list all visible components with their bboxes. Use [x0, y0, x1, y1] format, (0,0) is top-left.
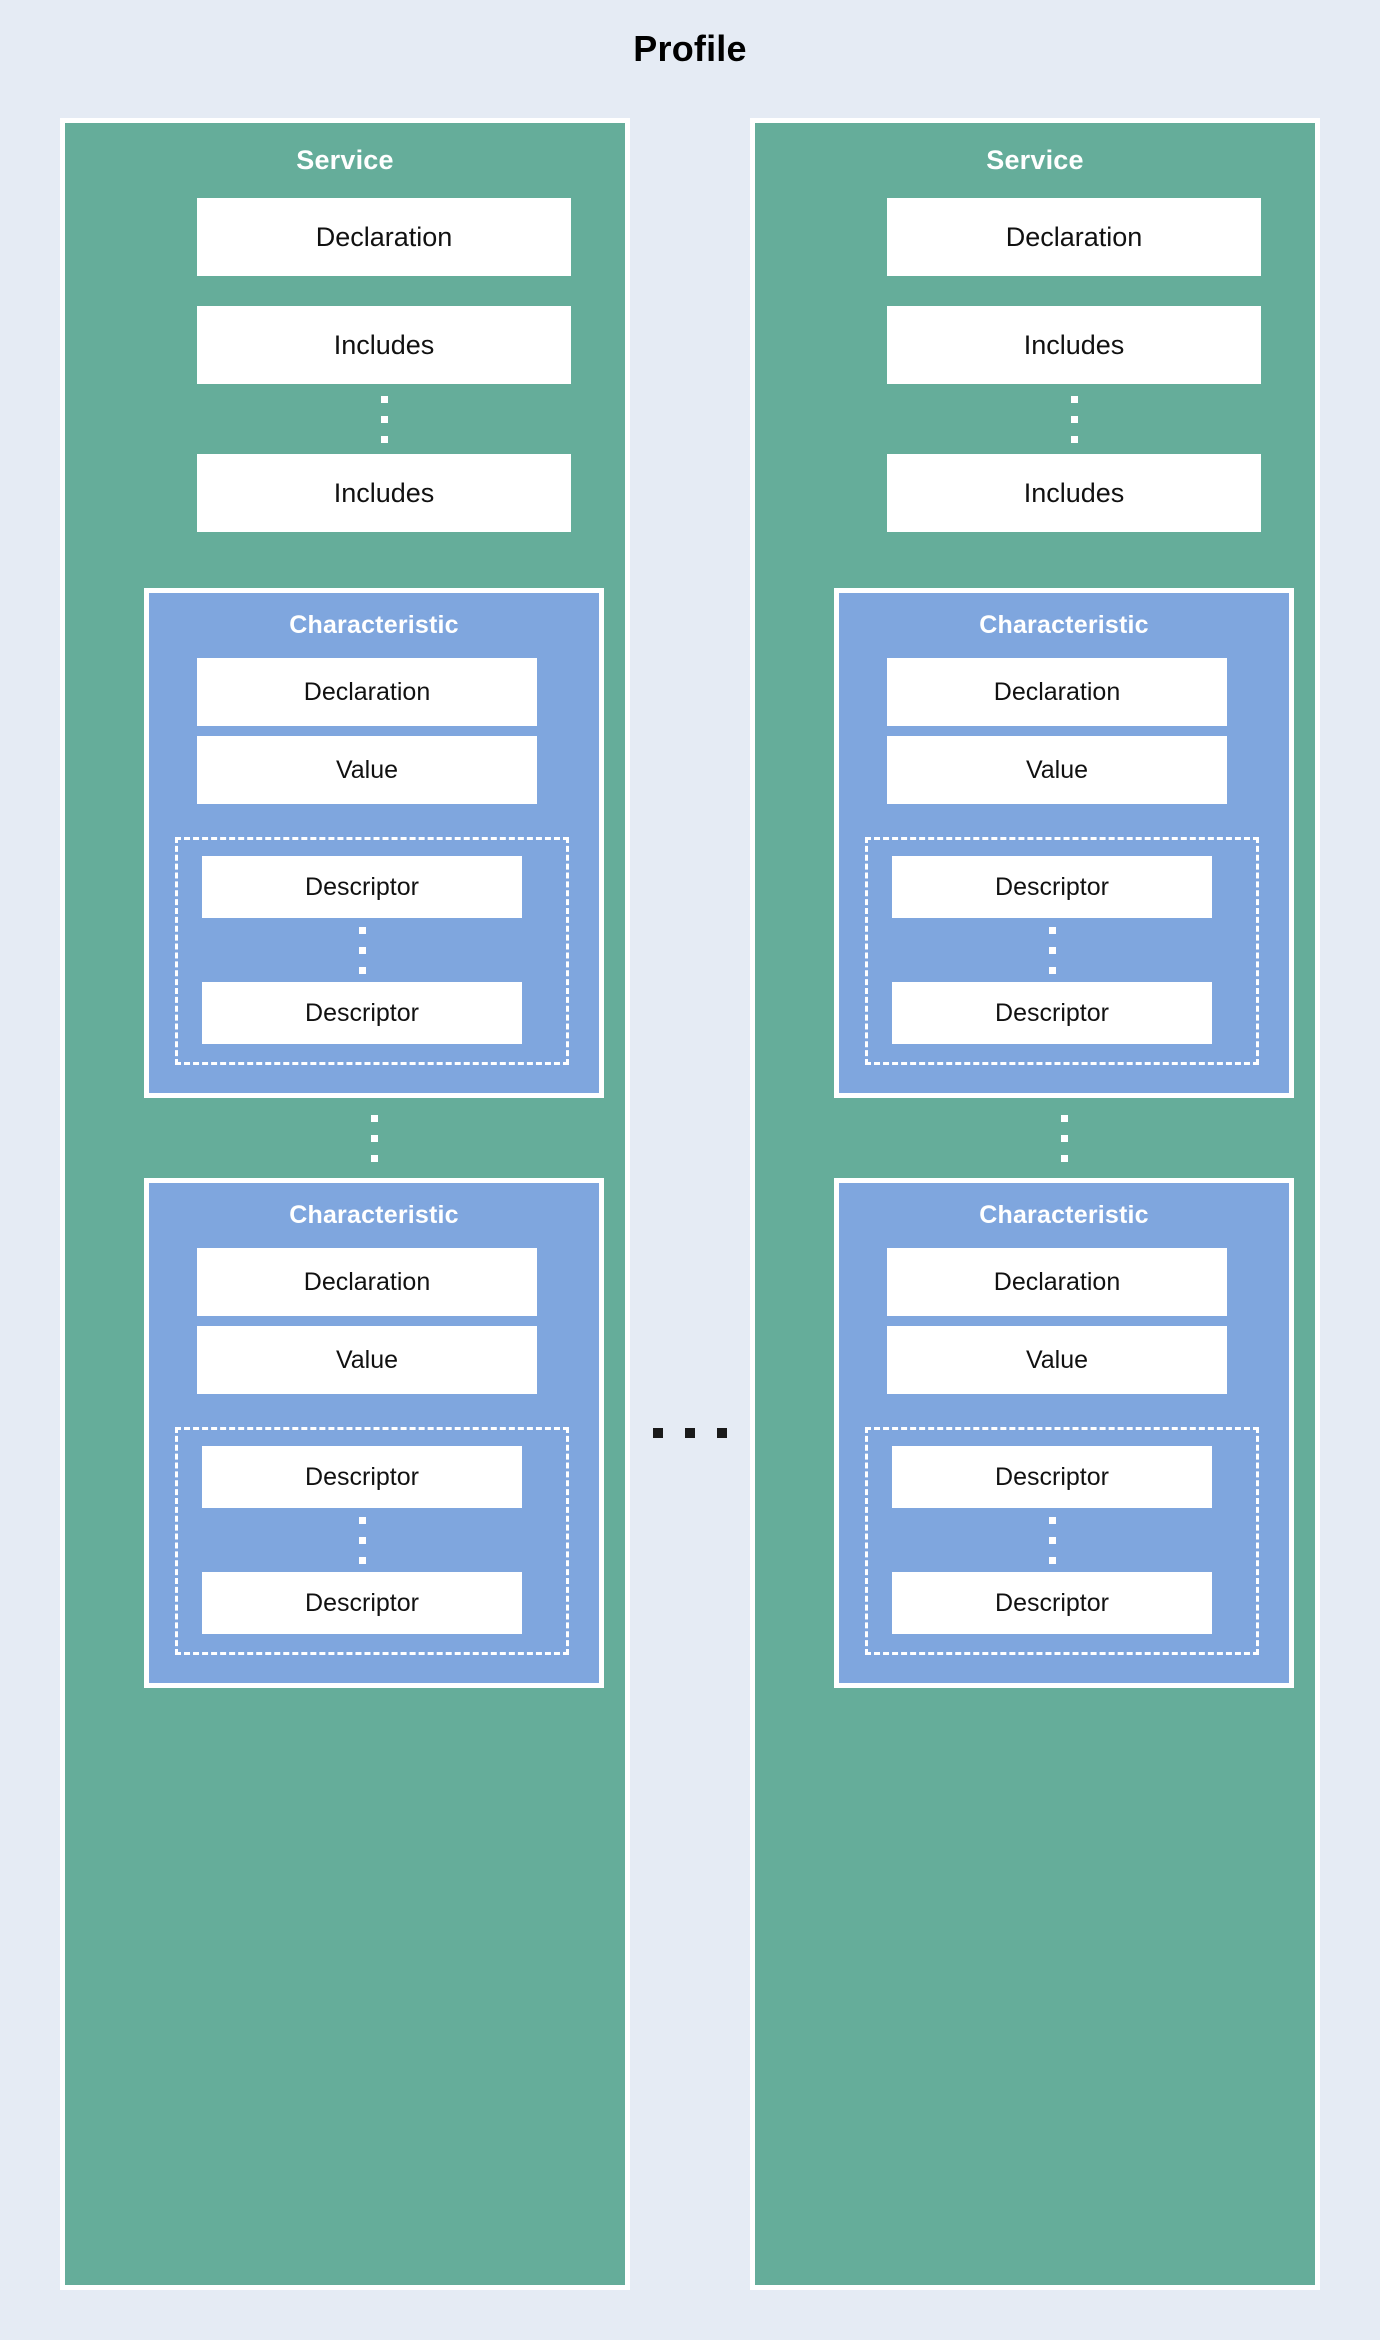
ellipsis-dot	[358, 1536, 366, 1544]
descriptor-ellipsis	[892, 1508, 1212, 1572]
descriptor-box-first: Descriptor	[202, 1446, 522, 1508]
service-includes-box-last: Includes	[887, 454, 1261, 532]
ellipsis-dot	[1048, 1536, 1056, 1544]
characteristic-block-0: Characteristic Declaration Value Descrip…	[834, 588, 1294, 1098]
ellipsis-dot	[1070, 435, 1078, 443]
characteristic-value-box: Value	[887, 1326, 1227, 1394]
descriptor-ellipsis	[892, 918, 1212, 982]
descriptor-group: Descriptor Descriptor	[865, 1427, 1259, 1655]
characteristic-title: Characteristic	[979, 1201, 1149, 1229]
characteristic-block-1: Characteristic Declaration Value Descrip…	[144, 1178, 604, 1688]
service-block-0: Service Declaration Includes Includes Ch…	[60, 118, 630, 2290]
characteristic-ellipsis	[144, 1098, 604, 1178]
service-includes-ellipsis	[197, 384, 571, 454]
ellipsis-dot	[1070, 415, 1078, 423]
ellipsis-dot	[1060, 1134, 1068, 1142]
service-title: Service	[296, 145, 394, 175]
descriptor-group: Descriptor Descriptor	[175, 837, 569, 1065]
ellipsis-dot	[358, 1556, 366, 1564]
ellipsis-dot	[380, 395, 388, 403]
ellipsis-dot	[1048, 1516, 1056, 1524]
descriptor-box-last: Descriptor	[202, 1572, 522, 1634]
ellipsis-dot	[370, 1134, 378, 1142]
service-includes-box-first: Includes	[197, 306, 571, 384]
service-block-1: Service Declaration Includes Includes Ch…	[750, 118, 1320, 2290]
service-includes-ellipsis	[887, 384, 1261, 454]
ellipsis-dot	[1048, 926, 1056, 934]
ellipsis-dot	[1048, 966, 1056, 974]
ellipsis-dot	[358, 946, 366, 954]
characteristic-declaration-box: Declaration	[197, 1248, 537, 1316]
ellipsis-dot	[1060, 1154, 1068, 1162]
ellipsis-dot	[358, 1516, 366, 1524]
page-title: Profile	[633, 28, 747, 69]
service-declaration-box: Declaration	[887, 198, 1261, 276]
descriptor-box-last: Descriptor	[892, 982, 1212, 1044]
service-includes-box-last: Includes	[197, 454, 571, 532]
service-declaration-box: Declaration	[197, 198, 571, 276]
descriptor-box-first: Descriptor	[892, 1446, 1212, 1508]
ellipsis-dot	[358, 926, 366, 934]
descriptor-box-first: Descriptor	[202, 856, 522, 918]
characteristic-block-1: Characteristic Declaration Value Descrip…	[834, 1178, 1294, 1688]
descriptor-ellipsis	[202, 918, 522, 982]
services-horizontal-ellipsis	[653, 1428, 727, 1438]
service-title: Service	[986, 145, 1084, 175]
ellipsis-dot	[653, 1428, 663, 1438]
descriptor-ellipsis	[202, 1508, 522, 1572]
ellipsis-dot	[370, 1114, 378, 1122]
characteristic-value-box: Value	[197, 736, 537, 804]
characteristic-declaration-box: Declaration	[197, 658, 537, 726]
characteristic-ellipsis	[834, 1098, 1294, 1178]
ellipsis-dot	[370, 1154, 378, 1162]
service-columns: Service Declaration Includes Includes Ch…	[60, 118, 1320, 2290]
characteristic-block-0: Characteristic Declaration Value Descrip…	[144, 588, 604, 1098]
characteristic-value-box: Value	[887, 736, 1227, 804]
characteristic-declaration-box: Declaration	[887, 1248, 1227, 1316]
characteristic-title: Characteristic	[289, 611, 459, 639]
descriptor-box-last: Descriptor	[892, 1572, 1212, 1634]
ellipsis-dot	[1070, 395, 1078, 403]
ellipsis-dot	[717, 1428, 727, 1438]
characteristic-title: Characteristic	[289, 1201, 459, 1229]
characteristic-declaration-box: Declaration	[887, 658, 1227, 726]
descriptor-group: Descriptor Descriptor	[175, 1427, 569, 1655]
ellipsis-dot	[1048, 1556, 1056, 1564]
characteristic-value-box: Value	[197, 1326, 537, 1394]
ellipsis-dot	[358, 966, 366, 974]
characteristic-title: Characteristic	[979, 611, 1149, 639]
ellipsis-dot	[1060, 1114, 1068, 1122]
between-services-gap	[630, 118, 750, 2290]
ellipsis-dot	[380, 435, 388, 443]
ellipsis-dot	[380, 415, 388, 423]
descriptor-group: Descriptor Descriptor	[865, 837, 1259, 1065]
service-includes-box-first: Includes	[887, 306, 1261, 384]
ellipsis-dot	[1048, 946, 1056, 954]
descriptor-box-first: Descriptor	[892, 856, 1212, 918]
ellipsis-dot	[685, 1428, 695, 1438]
descriptor-box-last: Descriptor	[202, 982, 522, 1044]
